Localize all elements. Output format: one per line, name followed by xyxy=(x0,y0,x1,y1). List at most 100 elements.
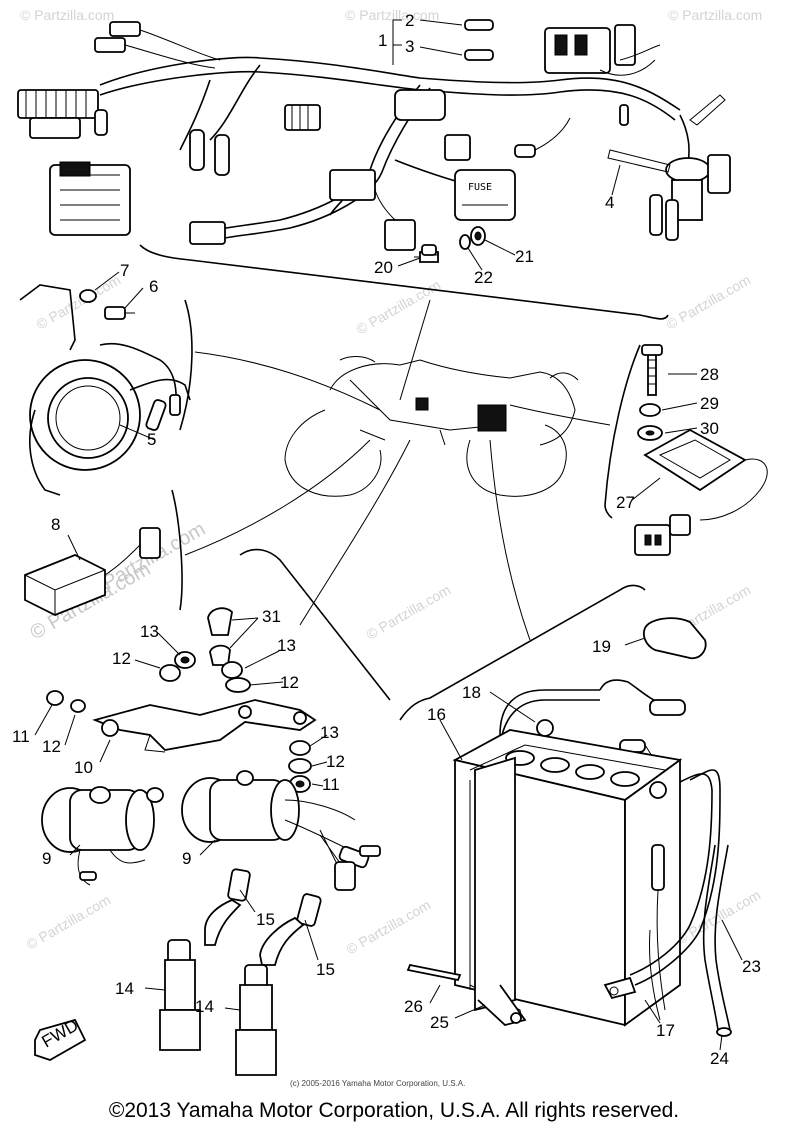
callout-5: 5 xyxy=(147,430,156,449)
callout-labels: 1 2 3 4 5 6 7 8 9 9 10 11 11 12 12 12 12… xyxy=(12,11,761,1068)
leader-line xyxy=(194,351,381,411)
callout-12: 12 xyxy=(42,737,61,756)
battery-breather-pipe xyxy=(649,844,666,1021)
callout-25: 25 xyxy=(430,1013,449,1032)
harness-connector xyxy=(59,161,91,177)
callout-6: 6 xyxy=(149,277,158,296)
harness-connector xyxy=(649,194,663,236)
callout-12: 12 xyxy=(112,649,131,668)
callout-17: 17 xyxy=(656,1021,675,1040)
callout-15: 15 xyxy=(256,910,275,929)
callout-28: 28 xyxy=(700,365,719,384)
parts-diagram: © Partzilla.com © Partzilla.com © Partzi… xyxy=(12,7,768,1088)
callout-7: 7 xyxy=(120,261,129,280)
harness-connector xyxy=(665,157,711,183)
harness-connector xyxy=(444,134,471,161)
callout-leaders xyxy=(34,19,743,1051)
callout-27: 27 xyxy=(616,493,635,512)
callout-31: 31 xyxy=(262,607,281,626)
fuse-box-label: FUSE xyxy=(468,182,492,193)
coil-hardware xyxy=(46,607,312,793)
coil-bracket xyxy=(92,699,317,753)
ignition-coil xyxy=(41,786,164,886)
harness-connector xyxy=(189,221,226,245)
harness-connector xyxy=(619,104,629,126)
spark-plug-cap xyxy=(159,868,251,1051)
horn xyxy=(19,284,193,496)
harness-connector xyxy=(189,129,205,171)
watermark: © Partzilla.com xyxy=(668,7,762,23)
harness-connector xyxy=(109,21,141,37)
callout-30: 30 xyxy=(700,419,719,438)
horn-mount-hardware xyxy=(79,289,135,320)
leader-line xyxy=(509,404,611,426)
leader-line xyxy=(489,439,531,641)
callout-14: 14 xyxy=(115,979,134,998)
harness-connector xyxy=(614,24,636,66)
fuse xyxy=(464,19,494,31)
watermark: © Partzilla.com xyxy=(34,272,124,333)
callout-1: 1 xyxy=(378,31,387,50)
copyright-footer: ©2013 Yamaha Motor Corporation, U.S.A. A… xyxy=(0,1094,788,1128)
fuse-location-mark xyxy=(415,397,429,411)
callout-12: 12 xyxy=(280,673,299,692)
battery-terminal-cover xyxy=(642,617,707,660)
watermark: © Partzilla.com xyxy=(345,7,439,23)
callout-18: 18 xyxy=(462,683,481,702)
section-divider xyxy=(139,244,669,320)
callout-15: 15 xyxy=(316,960,335,979)
harness-connector xyxy=(665,199,679,241)
harness-connector xyxy=(29,117,81,139)
battery-overflow-pipe xyxy=(702,844,732,1037)
diagram-copyright: (c) 2005-2016 Yamaha Motor Corporation, … xyxy=(290,1079,465,1088)
motorcycle-outline xyxy=(284,356,579,497)
callout-14: 14 xyxy=(195,997,214,1016)
callout-10: 10 xyxy=(74,758,93,777)
wire-harness: FUSE xyxy=(17,19,731,251)
harness-connector xyxy=(214,134,230,176)
callout-16: 16 xyxy=(427,705,446,724)
callout-20: 20 xyxy=(374,258,393,277)
harness-connector xyxy=(574,34,588,56)
leader-line xyxy=(299,439,411,626)
callout-9: 9 xyxy=(42,849,51,868)
harness-connector xyxy=(707,154,731,194)
callout-9: 9 xyxy=(182,849,191,868)
callout-24: 24 xyxy=(710,1049,729,1068)
battery-band xyxy=(474,756,527,1026)
watermark: © Partzilla.com xyxy=(364,582,454,643)
watermark: © Partzilla.com xyxy=(344,897,434,958)
harness-connector xyxy=(554,34,568,56)
callout-8: 8 xyxy=(51,515,60,534)
callout-22: 22 xyxy=(474,268,493,287)
fuse xyxy=(464,49,494,61)
harness-connector xyxy=(384,219,416,251)
harness-connector xyxy=(284,104,321,131)
harness-connector xyxy=(94,37,126,53)
copyright-text: ©2013 Yamaha Motor Corporation, U.S.A. A… xyxy=(108,1099,680,1122)
section-divider xyxy=(239,548,391,701)
battery-band-pin xyxy=(406,963,462,982)
callout-3: 3 xyxy=(405,37,414,56)
battery-negative-lead xyxy=(603,769,721,1000)
watermark: © Partzilla.com xyxy=(20,7,114,23)
callout-19: 19 xyxy=(592,637,611,656)
callout-11: 11 xyxy=(322,775,340,794)
forward-direction-arrow: FWD xyxy=(34,1016,87,1061)
flasher-relay xyxy=(24,489,183,616)
callout-29: 29 xyxy=(700,394,719,413)
callout-21: 21 xyxy=(515,247,534,266)
harness-connector xyxy=(94,109,108,136)
callout-13: 13 xyxy=(320,723,339,742)
rectifier-group xyxy=(604,344,768,556)
callout-12: 12 xyxy=(326,752,345,771)
leader-line xyxy=(184,439,371,556)
leader-line xyxy=(399,299,431,401)
rectifier-location-mark xyxy=(477,404,507,432)
callout-2: 2 xyxy=(405,11,414,30)
spark-plug-cap-seal xyxy=(334,861,356,891)
ignition-coil xyxy=(181,770,381,881)
callout-13: 13 xyxy=(140,622,159,641)
callout-11: 11 xyxy=(12,727,30,746)
harness-connector xyxy=(329,169,376,201)
